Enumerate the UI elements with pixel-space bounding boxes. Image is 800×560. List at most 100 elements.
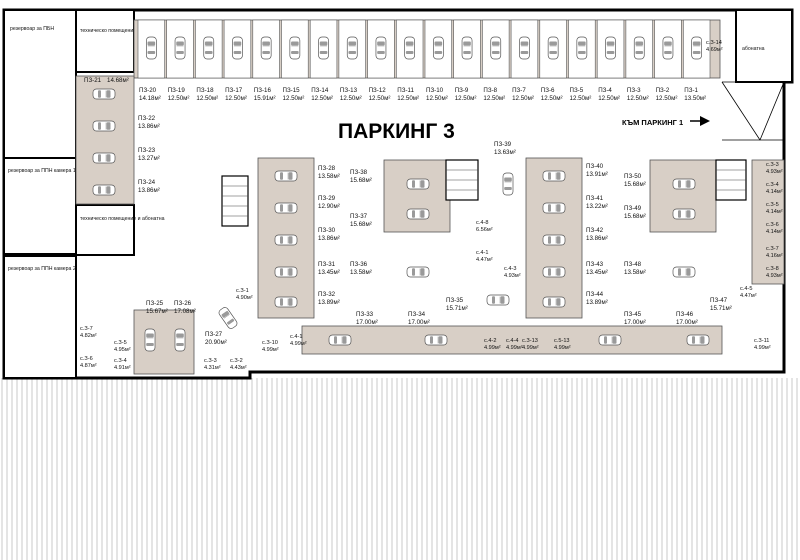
- label-p29: ПЗ-29: [318, 195, 336, 202]
- ramp-lines: [721, 81, 785, 141]
- top-space-id: ПЗ-2: [656, 87, 670, 94]
- area-p31: 13.45м²: [318, 269, 340, 276]
- label-sc7: с.5-13: [554, 338, 570, 344]
- car-top-5: [260, 36, 272, 60]
- area-p27: 20.90м²: [205, 339, 227, 346]
- area-p28: 13.58м²: [318, 173, 340, 180]
- label-p32: ПЗ-32: [318, 291, 336, 298]
- room-tech-top: техническо помещение: [80, 28, 136, 34]
- top-space-id: ПЗ-13: [340, 87, 358, 94]
- area-p42: 13.86м²: [586, 235, 608, 242]
- top-space-area: 12.50м²: [311, 95, 333, 102]
- car-top-2: [174, 36, 186, 60]
- car-top-12: [461, 36, 473, 60]
- label-p24: ПЗ-24: [138, 179, 156, 186]
- label-p41: ПЗ-41: [586, 195, 604, 202]
- top-space-id: ПЗ-15: [283, 87, 301, 94]
- room-substation: абонатна: [742, 46, 765, 52]
- area-sc6: 4.99м²: [506, 345, 523, 351]
- area-p36: 13.58м²: [350, 269, 372, 276]
- car-top-11: [432, 36, 444, 60]
- car-top-20: [691, 36, 703, 60]
- substation-room: [735, 9, 793, 83]
- label-p25: ПЗ-25: [146, 300, 164, 307]
- area-s5: 4.95м²: [114, 347, 131, 353]
- area-sr5: 4.16м²: [766, 253, 783, 259]
- area-p39: 13.63м²: [494, 149, 516, 156]
- label-sr6: с.З-8: [766, 266, 779, 272]
- label-p27: ПЗ-27: [205, 331, 223, 338]
- label-s3: с.З-3: [204, 358, 217, 364]
- label-sc8: с.4-8: [476, 220, 488, 226]
- label-p31: ПЗ-31: [318, 261, 336, 268]
- car-top-17: [605, 36, 617, 60]
- top-space-area: 12.50м²: [225, 95, 247, 102]
- bottom-row-band: [301, 325, 723, 355]
- area-sc8: 6.56м²: [476, 227, 493, 233]
- area-sc5: 4.99м²: [484, 345, 501, 351]
- top-row-spaces: ПЗ-2014.18м²ПЗ-1912.50м²ПЗ-1812.50м²ПЗ-1…: [137, 19, 711, 102]
- island-center-band: [383, 159, 451, 233]
- area-p22: 13.86м²: [138, 123, 160, 130]
- top-space-area: 12.50м²: [656, 95, 678, 102]
- space-labels: ПЗ-21 14.68м² ПЗ-22 13.86м² ПЗ-23 13.27м…: [84, 77, 732, 346]
- label-s7: с.З-7: [80, 326, 93, 332]
- label-p50: ПЗ-50: [624, 173, 642, 180]
- top-space-id: ПЗ-17: [225, 87, 243, 94]
- area-p24: 13.86м²: [138, 187, 160, 194]
- area-sr6: 4.93м²: [766, 273, 783, 279]
- label-p47: ПЗ-47: [710, 297, 728, 304]
- area-s2: 4.43м²: [230, 365, 247, 371]
- label-p23: ПЗ-23: [138, 147, 156, 154]
- top-space-id: ПЗ-1: [684, 87, 698, 94]
- area-p33: 17.00м²: [356, 319, 378, 326]
- top-space-id: ПЗ-5: [570, 87, 584, 94]
- top-space-id: ПЗ-11: [397, 87, 414, 94]
- area-p30: 13.86м²: [318, 235, 340, 242]
- label-p37: ПЗ-37: [350, 213, 368, 220]
- label-sr3: с.З-5: [766, 202, 779, 208]
- label-p21: ПЗ-21: [84, 77, 102, 84]
- label-p34: ПЗ-34: [408, 311, 426, 318]
- top-space-area: 13.50м²: [684, 95, 706, 102]
- top-space-area: 12.50м²: [340, 95, 362, 102]
- top-space-area: 12.50м²: [369, 95, 391, 102]
- label-sr5: с.З-7: [766, 246, 779, 252]
- area-sr3: 4.14м²: [766, 209, 783, 215]
- area-p37: 15.68м²: [350, 221, 372, 228]
- area-p32: 13.89м²: [318, 299, 340, 306]
- label-p43: ПЗ-43: [586, 261, 604, 268]
- top-space-area: 15.91м²: [254, 95, 276, 102]
- top-space-id: ПЗ-14: [311, 87, 329, 94]
- area-sr2: 4.14м²: [766, 189, 783, 195]
- area-p49: 15.68м²: [624, 213, 646, 220]
- label-p26: ПЗ-26: [174, 300, 192, 307]
- label-p48: ПЗ-48: [624, 261, 642, 268]
- top-space-id: ПЗ-8: [483, 87, 497, 94]
- label-p39: ПЗ-39: [494, 141, 512, 148]
- label-p42: ПЗ-42: [586, 227, 604, 234]
- label-s1: с.З-1: [236, 288, 249, 294]
- area-s10: 4.99м²: [262, 347, 279, 353]
- label-s2: с.З-2: [230, 358, 243, 364]
- label-p22: ПЗ-22: [138, 115, 156, 122]
- label-p49: ПЗ-49: [624, 205, 642, 212]
- top-space-id: ПЗ-20: [139, 87, 157, 94]
- top-space-id: ПЗ-18: [196, 87, 214, 94]
- top-space-id: ПЗ-19: [168, 87, 186, 94]
- label-p30: ПЗ-30: [318, 227, 336, 234]
- car-top-8: [346, 36, 358, 60]
- storage-right-band: [751, 159, 785, 285]
- label-sr2: с.З-4: [766, 182, 779, 188]
- area-p35: 15.71м²: [446, 305, 468, 312]
- top-space-id: ПЗ-4: [598, 87, 612, 94]
- label-p28: ПЗ-28: [318, 165, 336, 172]
- label-sc6: с.4-4: [506, 338, 518, 344]
- top-space-area: 12.50м²: [196, 95, 218, 102]
- car-top-9: [375, 36, 387, 60]
- label-p46: ПЗ-46: [676, 311, 694, 318]
- direction-arrow-icon: [700, 116, 710, 126]
- top-space-area: 12.50м²: [283, 95, 305, 102]
- top-space-id: ПЗ-12: [369, 87, 387, 94]
